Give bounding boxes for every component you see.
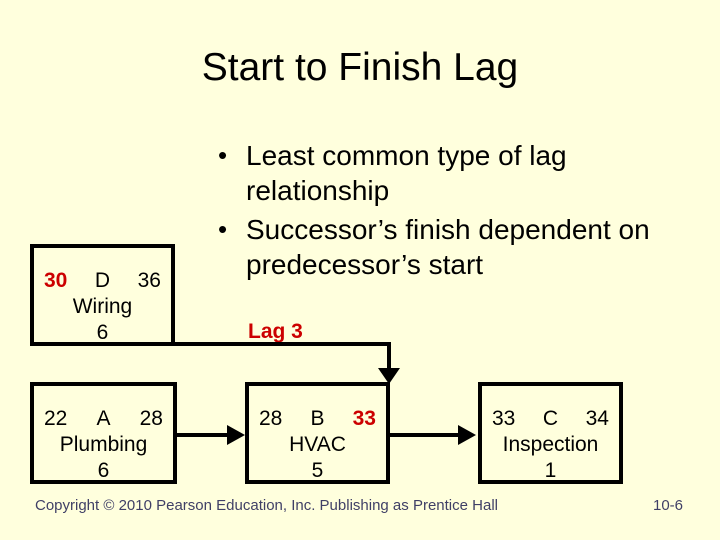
activity-id: B [310,407,325,430]
early-start: 33 [492,407,516,430]
node-times-row: 33 C 34 [482,406,619,432]
activity-name: HVAC [289,433,346,456]
early-finish: 34 [585,407,609,430]
bullet-item: • Successor’s finish dependent on predec… [218,212,658,282]
activity-id: C [542,407,559,430]
early-finish: 36 [137,269,161,292]
activity-node-plumbing: 22 A 28 Plumbing 6 [30,382,177,484]
activity-duration: 6 [96,321,109,344]
lag-arrow-horizontal-line [175,342,391,346]
activity-node-inspection: 33 C 34 Inspection 1 [478,382,623,484]
bullet-icon: • [218,214,228,244]
early-start: 28 [259,407,283,430]
activity-id: D [94,269,111,292]
bullet-text: Least common type of lag relationship [246,140,567,206]
early-start: 30 [44,269,68,292]
arrowhead-right-icon [458,425,476,445]
bullet-item: • Least common type of lag relationship [218,138,658,208]
bullet-text: Successor’s finish dependent on predeces… [246,214,650,280]
node-times-row: 28 B 33 [249,406,386,432]
early-start: 22 [44,407,68,430]
page-number: 10-6 [653,497,684,514]
early-finish: 28 [139,407,163,430]
bullet-list: • Least common type of lag relationship … [218,138,658,286]
activity-duration: 1 [544,459,557,482]
activity-node-wiring: 30 D 36 Wiring 6 [30,244,175,346]
activity-name: Wiring [72,295,133,318]
node-times-row: 30 D 36 [34,268,171,294]
activity-duration: 6 [97,459,110,482]
activity-name: Inspection [502,433,599,456]
activity-name: Plumbing [59,433,148,456]
lag-arrow-vertical-line [387,342,391,370]
node-times-row: 22 A 28 [34,406,173,432]
arrow-a-to-b-line [177,433,231,437]
early-finish: 33 [352,407,376,430]
activity-duration: 5 [311,459,324,482]
bullet-icon: • [218,140,228,170]
arrow-b-to-c-line [390,433,460,437]
page-title: Start to Finish Lag [201,46,519,89]
copyright-text: Copyright © 2010 Pearson Education, Inc.… [35,497,498,514]
activity-id: A [96,407,111,430]
activity-node-hvac: 28 B 33 HVAC 5 [245,382,390,484]
lag-label: Lag 3 [248,320,303,343]
arrowhead-down-icon [378,368,400,384]
arrowhead-right-icon [227,425,245,445]
